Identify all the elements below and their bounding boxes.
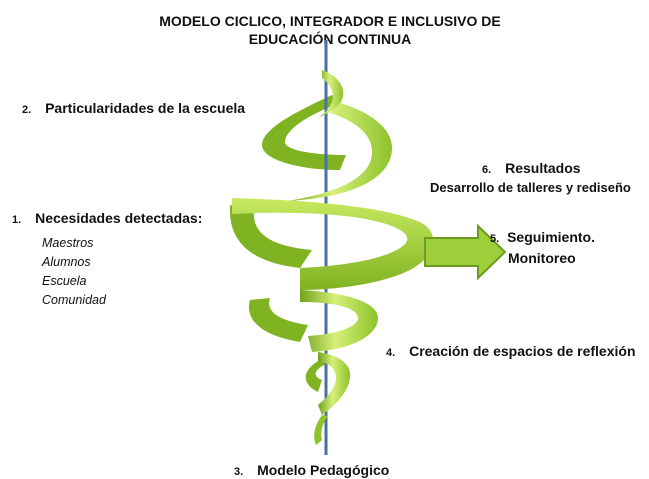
spiral-ribbon-front-2 <box>300 290 378 352</box>
step-1-number: 1. <box>12 214 22 226</box>
spiral-ribbon-back-1 <box>262 95 346 170</box>
step-1-item: Maestros <box>42 236 94 250</box>
step-6-sublabel: Desarrollo de talleres y rediseño <box>430 180 631 195</box>
step-5-label-line-2: Monitoreo <box>508 250 576 266</box>
step-6: 6. Resultados <box>482 160 581 176</box>
step-3-number: 3. <box>234 466 244 478</box>
spiral-ribbon-front-3 <box>318 352 351 415</box>
step-6-label: Resultados <box>505 160 581 176</box>
step-2-number: 2. <box>22 104 32 116</box>
spiral-ribbon-back-3 <box>248 298 308 342</box>
step-1-item: Escuela <box>42 274 87 288</box>
step-4-number: 4. <box>386 347 396 359</box>
step-2-label: Particularidades de la escuela <box>45 100 246 116</box>
step-1-label: Necesidades detectadas: <box>35 210 203 226</box>
step-4: 4. Creación de espacios de reflexión <box>386 343 636 359</box>
diagram-title: MODELO CICLICO, INTEGRADOR E INCLUSIVO D… <box>130 12 530 48</box>
step-2: 2. Particularidades de la escuela <box>22 100 245 116</box>
step-5: 5. Seguimiento. Monitoreo <box>490 228 595 268</box>
step-1-item: Alumnos <box>42 255 91 269</box>
step-5-number: 5. <box>490 233 500 245</box>
step-1: 1. Necesidades detectadas: <box>12 210 202 226</box>
step-3: 3. Modelo Pedagógico <box>234 462 389 478</box>
step-4-label: Creación de espacios de reflexión <box>409 343 636 359</box>
step-1-items: Maestros Alumnos Escuela Comunidad <box>42 234 106 310</box>
spiral-ribbon-back-4 <box>305 360 326 392</box>
spiral-ribbon-back-2 <box>229 205 312 268</box>
step-1-item: Comunidad <box>42 293 106 307</box>
title-line-1: MODELO CICLICO, INTEGRADOR E INCLUSIVO D… <box>159 13 501 29</box>
step-5-label-line-1: Seguimiento. <box>507 229 595 245</box>
arrow-seguimiento <box>424 223 507 281</box>
step-3-label: Modelo Pedagógico <box>257 462 390 478</box>
spiral-ribbon-wide <box>232 198 434 290</box>
title-line-2: EDUCACIÓN CONTINUA <box>248 31 412 47</box>
spiral-ribbon-tail <box>314 415 328 445</box>
spiral-ribbon-front-1 <box>282 103 392 202</box>
step-6-number: 6. <box>482 164 492 176</box>
